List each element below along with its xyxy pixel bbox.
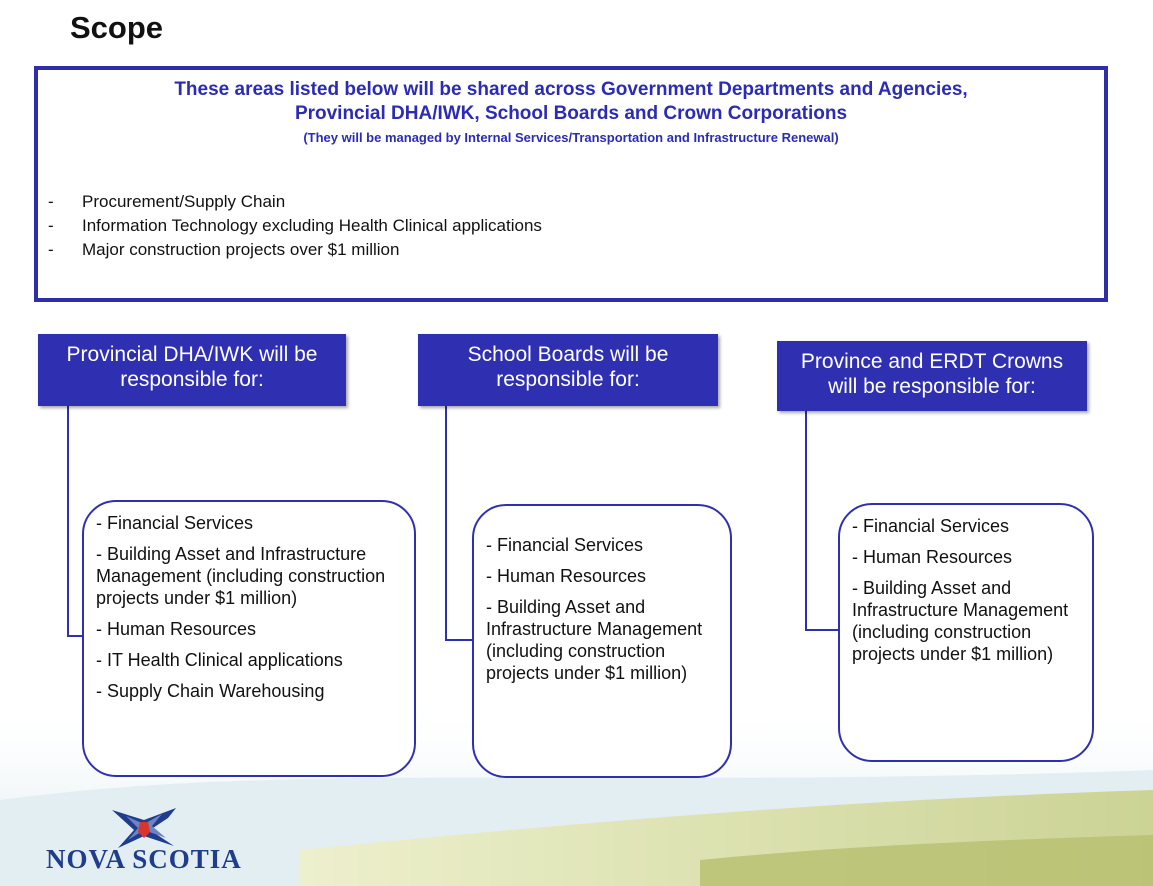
responsibilities-card-province-crowns: - Financial Services - Human Resources -… [838,503,1094,762]
list-item: - Supply Chain Warehousing [96,681,325,701]
column-header-school-boards: School Boards will be responsible for: [418,334,718,406]
shared-areas-heading-line2: Provincial DHA/IWK, School Boards and Cr… [294,103,848,124]
list-item: - Financial Services [486,535,644,555]
list-item: -Information Technology excluding Health… [48,216,542,235]
responsibilities-card-dha-iwk: - Financial Services - Building Asset an… [82,500,416,777]
list-item: - Financial Services [96,513,254,533]
responsibilities-card-school-boards: - Financial Services - Human Resources -… [472,504,732,778]
list-item: - Building Asset and Infrastructure Mana… [96,544,386,608]
shared-areas-heading: These areas listed below will be shared … [38,78,1104,148]
list-item: - Human Resources [852,547,1013,567]
list-item: - Human Resources [96,619,257,639]
list-item: - Human Resources [486,566,647,586]
list-item: -Procurement/Supply Chain [48,192,286,211]
list-item: - IT Health Clinical applications [96,650,343,670]
list-item: - Building Asset and Infrastructure Mana… [852,578,1069,664]
page-title: Scope [70,10,164,45]
shared-areas-box: These areas listed below will be shared … [34,66,1108,302]
nova-scotia-logo: NOVA SCOTIA [46,808,242,874]
svg-text:NOVA SCOTIA: NOVA SCOTIA [46,844,242,874]
saltire-flag-icon [112,808,176,848]
list-item: -Major construction projects over $1 mil… [48,240,400,259]
shared-areas-note: (They will be managed by Internal Servic… [303,130,839,145]
list-item: - Financial Services [852,516,1010,536]
shared-areas-list: -Procurement/Supply Chain -Information T… [48,190,542,262]
column-header-province-crowns: Province and ERDT Crowns will be respons… [777,341,1087,411]
column-header-dha-iwk: Provincial DHA/IWK will be responsible f… [38,334,346,406]
shared-areas-heading-line1: These areas listed below will be shared … [174,79,968,100]
list-item: - Building Asset and Infrastructure Mana… [486,597,703,683]
